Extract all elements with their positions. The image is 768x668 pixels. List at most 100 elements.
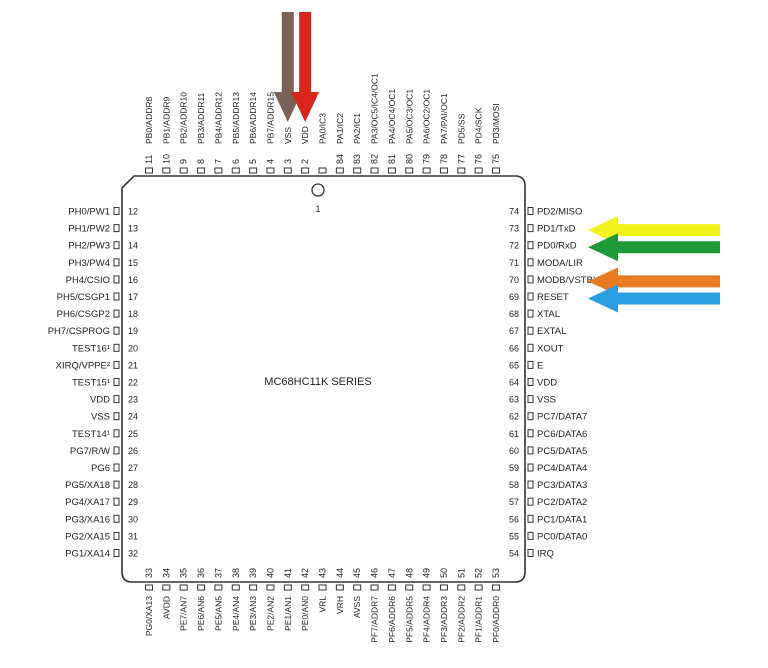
pin-name: E xyxy=(537,360,543,371)
pin-pad xyxy=(179,167,188,174)
pin-number: 78 xyxy=(439,154,449,164)
pin-pad xyxy=(266,167,275,174)
pin-pad xyxy=(527,549,534,557)
pin-pad xyxy=(527,241,534,250)
pin-pad xyxy=(527,395,534,404)
pin-name: PD3/MOSI xyxy=(491,103,501,144)
pin-number: 54 xyxy=(509,549,519,559)
pin-pc7-data7: 62 PC7/DATA7 xyxy=(509,412,587,423)
pin-number: 41 xyxy=(283,568,293,578)
pin-number: 10 xyxy=(161,154,171,164)
pin-pad xyxy=(214,584,223,591)
pin-pad xyxy=(113,275,120,284)
pin-pad xyxy=(527,497,534,506)
pin-pad xyxy=(527,224,534,233)
pin-name: PG2/XA15 xyxy=(65,531,110,542)
pin-pad xyxy=(318,584,327,591)
pin-pad xyxy=(422,167,431,174)
pin-pad xyxy=(113,360,120,369)
pin-name: MODB/VSTBY xyxy=(537,275,600,286)
pin-pad xyxy=(113,292,120,301)
pin-name: TEST15¹ xyxy=(72,378,110,389)
pin1-marker xyxy=(311,183,325,197)
pin-pad xyxy=(231,167,240,174)
pin-pad xyxy=(457,584,466,591)
pin1-label: 1 xyxy=(315,204,320,214)
pin-name: EXTAL xyxy=(537,326,566,337)
pin-pad xyxy=(113,429,120,438)
pin-name: PG4/XA17 xyxy=(65,497,110,508)
pin-number: 3 xyxy=(283,159,293,164)
pin-number: 59 xyxy=(509,463,519,473)
pin-name: PG1/XA14 xyxy=(65,549,110,560)
pin-name: PC2/DATA2 xyxy=(537,497,587,508)
pin-name: PH2/PW3 xyxy=(68,241,110,252)
pin-name: PB2/ADDR10 xyxy=(179,92,189,144)
pin-name: PF0/ADDR0 xyxy=(491,596,501,643)
pins-layer: 12PH0/PW113PH1/PW214PH2/PW315PH3/PW416PH… xyxy=(48,73,600,643)
pin-name: VRH xyxy=(335,596,345,614)
pin-pad xyxy=(113,395,120,404)
pin-pad xyxy=(113,224,120,233)
pin-pad xyxy=(527,463,534,472)
pin-name: PE5/AN5 xyxy=(213,596,223,631)
pin-number: 75 xyxy=(491,154,501,164)
pin-name: PE7/AN7 xyxy=(179,596,189,631)
pin-pad xyxy=(162,167,171,174)
pin-name: PB5/ADDR13 xyxy=(231,92,241,144)
pin-number: 58 xyxy=(509,480,519,490)
pin-number: 51 xyxy=(456,568,466,578)
pin-name: AVSS xyxy=(352,596,362,618)
pin-number: 19 xyxy=(128,326,138,336)
pin-pad xyxy=(301,584,310,591)
chip-label: MC68HC11K SERIES xyxy=(264,376,371,388)
pin-pad xyxy=(527,275,534,284)
pin-name: PA5/OC3/OC1 xyxy=(404,89,414,144)
pin-number: 65 xyxy=(509,360,519,370)
pin-name: AVDD xyxy=(161,596,171,619)
pin-pad xyxy=(527,360,534,369)
pin-number: 67 xyxy=(509,326,519,336)
pin-pad xyxy=(335,167,344,174)
pin-name: PC7/DATA7 xyxy=(537,412,587,423)
pin-name: PH4/CSIO xyxy=(66,275,110,286)
pin-name: PG3/XA16 xyxy=(65,514,110,525)
pin-pad xyxy=(214,167,223,174)
pin-number: 31 xyxy=(128,531,138,541)
pin-number: 77 xyxy=(456,154,466,164)
arrow-reset xyxy=(588,284,720,313)
pin-pad xyxy=(113,514,120,523)
pin-pad xyxy=(492,167,500,174)
pin-pad xyxy=(231,584,240,591)
pin-number: 60 xyxy=(509,446,519,456)
pin-number: 62 xyxy=(509,412,519,422)
pin-name: PC1/DATA1 xyxy=(537,514,587,525)
pin-number: 36 xyxy=(196,568,206,578)
pin-pad xyxy=(113,446,120,455)
pin-name: PE6/AN6 xyxy=(196,596,206,631)
